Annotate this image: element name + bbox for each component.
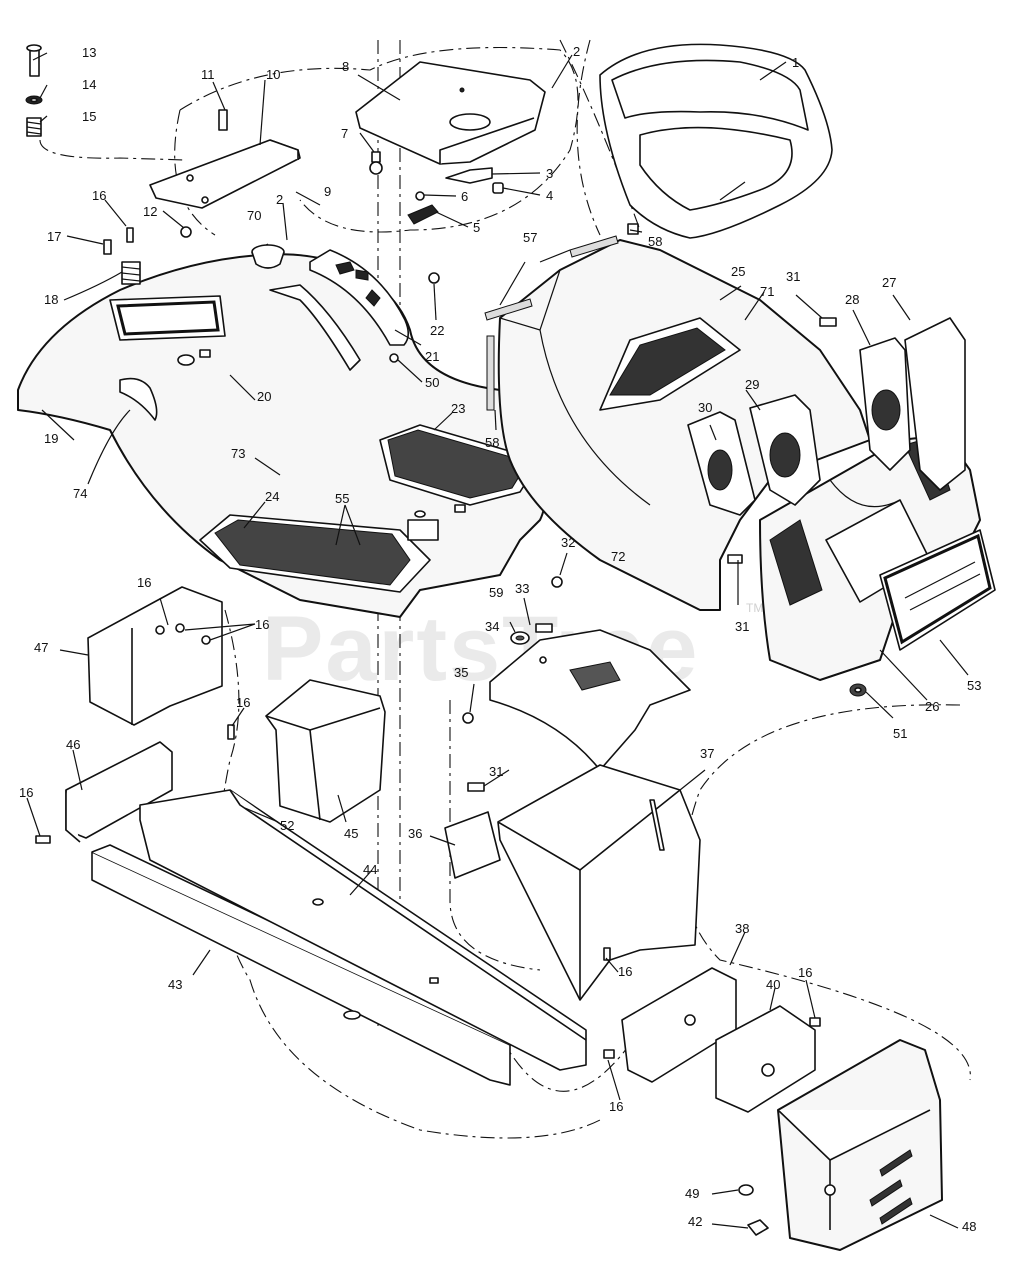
callout-24: 24 (265, 489, 279, 504)
callout-22: 22 (430, 323, 444, 338)
callout-16-panel-right: 16 (255, 617, 269, 632)
callout-50: 50 (425, 375, 439, 390)
callout-43: 43 (168, 977, 182, 992)
callout-16-hood: 16 (92, 188, 106, 203)
callout-2-bolt: 2 (276, 192, 283, 207)
callout-31-headlight: 31 (786, 269, 800, 284)
rear-brackets (621, 967, 816, 1113)
callout-19: 19 (44, 431, 58, 446)
callout-48: 48 (962, 1219, 976, 1234)
callout-44: 44 (363, 862, 377, 877)
callout-9: 9 (324, 184, 331, 199)
side-bracket (65, 741, 173, 843)
callout-40: 40 (766, 977, 780, 992)
callout-46: 46 (66, 737, 80, 752)
callout-2-seat: 2 (573, 44, 580, 59)
callout-8: 8 (342, 59, 349, 74)
callout-1: 1 (792, 55, 799, 70)
callout-53: 53 (967, 678, 981, 693)
grille-nut (849, 683, 867, 697)
fender-deck (17, 253, 548, 618)
callout-4: 4 (546, 188, 553, 203)
callout-71: 71 (760, 284, 774, 299)
callout-32: 32 (561, 535, 575, 550)
rear-cover (777, 1039, 943, 1251)
callout-49: 49 (685, 1186, 699, 1201)
callout-29: 29 (745, 377, 759, 392)
callout-14: 14 (82, 77, 96, 92)
callout-16-lower: 16 (609, 1099, 623, 1114)
callout-35: 35 (454, 665, 468, 680)
callout-23: 23 (451, 401, 465, 416)
hood-trim-strips (484, 223, 639, 411)
screws (35, 227, 837, 1059)
bolt-washer-spring (25, 44, 43, 137)
callout-5: 5 (473, 220, 480, 235)
callout-72: 72 (611, 549, 625, 564)
callout-42: 42 (688, 1214, 702, 1229)
front-badge (879, 529, 996, 651)
callout-58-top: 58 (648, 234, 662, 249)
callout-16-battery: 16 (236, 695, 250, 710)
callout-13: 13 (82, 45, 96, 60)
callout-51: 51 (893, 726, 907, 741)
callout-74: 74 (73, 486, 87, 501)
leader-lines (26, 52, 969, 1229)
callout-38: 38 (735, 921, 749, 936)
fender-trim (309, 249, 410, 346)
callout-18: 18 (44, 292, 58, 307)
callout-52: 52 (280, 818, 294, 833)
callout-34: 34 (485, 619, 499, 634)
callout-labels: 1 2 2 3 4 5 6 7 8 9 10 11 12 13 14 15 16… (19, 44, 981, 1234)
callout-26: 26 (925, 699, 939, 714)
hood (497, 239, 871, 611)
rear-hardware (738, 1184, 769, 1236)
callout-11: 11 (201, 67, 215, 82)
mounting-bracket (149, 109, 301, 238)
callout-31-dash: 31 (489, 764, 503, 779)
callout-70: 70 (247, 208, 261, 223)
callout-58-side: 58 (485, 435, 499, 450)
callout-3: 3 (546, 166, 553, 181)
callout-27: 27 (882, 275, 896, 290)
callout-45: 45 (344, 826, 358, 841)
dash-panel (489, 623, 691, 771)
left-side-panel (87, 586, 223, 726)
frame-rails (91, 789, 587, 1086)
watermark-trademark: TM (746, 601, 763, 615)
callout-31-hood: 31 (735, 619, 749, 634)
callout-17: 17 (47, 229, 61, 244)
callout-16-rear: 16 (798, 965, 812, 980)
callout-25: 25 (731, 264, 745, 279)
callout-57: 57 (523, 230, 537, 245)
callout-73: 73 (231, 446, 245, 461)
callout-7: 7 (341, 126, 348, 141)
callout-16-panel-top: 16 (137, 575, 151, 590)
seat (599, 43, 833, 239)
callout-55: 55 (335, 491, 349, 506)
dash-hardware (462, 576, 563, 724)
steering-support (444, 764, 701, 1001)
callout-15: 15 (82, 109, 96, 124)
callout-16-support: 16 (618, 964, 632, 979)
callout-6: 6 (461, 189, 468, 204)
headlights (687, 317, 966, 516)
callout-59: 59 (489, 585, 503, 600)
callout-36: 36 (408, 826, 422, 841)
battery-box (265, 679, 386, 823)
callout-16-bracket: 16 (19, 785, 33, 800)
callout-33: 33 (515, 581, 529, 596)
fuel-cap (251, 244, 285, 269)
callout-20: 20 (257, 389, 271, 404)
callout-37: 37 (700, 746, 714, 761)
callout-12: 12 (143, 204, 157, 219)
callout-28: 28 (845, 292, 859, 307)
seat-pan (355, 61, 546, 165)
callout-10: 10 (266, 67, 280, 82)
grille-housing (759, 434, 981, 681)
callout-30: 30 (698, 400, 712, 415)
callout-21: 21 (425, 349, 439, 364)
callout-47: 47 (34, 640, 48, 655)
